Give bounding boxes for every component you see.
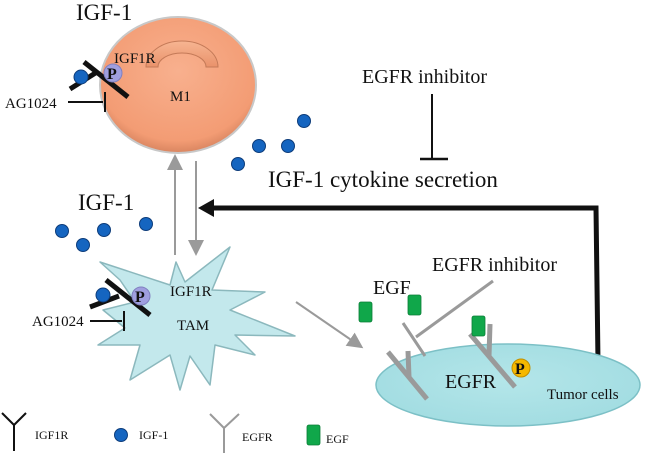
secretion-inhibition-group: EGFR inhibitor IGF-1 cytokine secretion bbox=[268, 66, 498, 192]
tumor-egfr-inhibitor-label: EGFR inhibitor bbox=[432, 254, 557, 276]
egf-ligand-icon bbox=[407, 294, 422, 316]
tam-to-tumor-arrow bbox=[295, 301, 364, 349]
legend-item-egfr: EGFR bbox=[209, 413, 273, 453]
tam-cell-group: IGF-1 IGF1R TAM P AG1024 bbox=[32, 190, 296, 391]
igf1-ligand-icon bbox=[55, 224, 69, 238]
m1-cell-group: IGF-1 IGF1R M1 P AG1024 bbox=[5, 0, 257, 154]
bound-egf-ligand-icon bbox=[471, 315, 486, 337]
igf1-ligand-icon bbox=[281, 139, 295, 153]
tam-bound-igf1-icon bbox=[95, 287, 111, 303]
m1-phospho-label: P bbox=[107, 66, 117, 83]
unbound-egfr-receptor-icon bbox=[386, 350, 429, 401]
m1-ag1024-label: AG1024 bbox=[5, 96, 57, 112]
legend-label-egf: EGF bbox=[326, 432, 349, 446]
legend-label-igf1r: IGF1R bbox=[35, 428, 68, 442]
legend-item-egf: EGF bbox=[306, 424, 349, 446]
tumor-egfr-inhibition-bar bbox=[401, 322, 427, 357]
legend-item-igf1r: IGF1R bbox=[1, 412, 68, 451]
tumor-feedback-arrow bbox=[198, 199, 601, 363]
tam-cell-label: TAM bbox=[177, 318, 209, 334]
tam-ag1024-label: AG1024 bbox=[32, 314, 84, 330]
igf1-secretion-label: IGF-1 cytokine secretion bbox=[268, 167, 498, 192]
tam-cell-body bbox=[97, 246, 296, 391]
egf-ligand-icon bbox=[358, 301, 373, 323]
m1-igf1-label: IGF-1 bbox=[76, 0, 132, 25]
igf1-ligand-icon bbox=[97, 223, 111, 237]
igf1-ligand-icon bbox=[252, 139, 266, 153]
igf1-ligand-icon bbox=[76, 238, 90, 252]
bound-egfr-receptor-icon bbox=[468, 323, 517, 389]
m1-igf1r-label: IGF1R bbox=[114, 51, 156, 67]
legend-label-igf1: IGF-1 bbox=[139, 428, 168, 442]
igf1-ligand-icon bbox=[139, 217, 153, 231]
tam-phospho-icon bbox=[131, 286, 151, 306]
m1-cell-body bbox=[99, 16, 257, 154]
igf1-ligand-icon bbox=[114, 428, 128, 442]
tumor-egfr-inhibition-line bbox=[415, 279, 494, 339]
tumor-phospho-icon bbox=[511, 358, 531, 378]
igf1-ligand-icon bbox=[297, 114, 311, 128]
egf-label: EGF bbox=[373, 277, 411, 299]
igf1r-receptor-icon bbox=[1, 412, 27, 451]
tumor-cell-group: EGF EGFR inhibitor EGFR Tumor cells P bbox=[358, 254, 641, 427]
legend: IGF1R IGF-1 EGFR EGF bbox=[1, 412, 349, 453]
legend-item-igf1: IGF-1 bbox=[114, 428, 168, 442]
m1-cell-label: M1 bbox=[170, 89, 191, 105]
m1-free-igf1-group bbox=[231, 114, 311, 171]
tumor-cells-label: Tumor cells bbox=[547, 387, 619, 403]
tam-igf1r-label: IGF1R bbox=[170, 284, 212, 300]
tumor-phospho-label: P bbox=[515, 361, 525, 378]
igf1-ligand-icon bbox=[231, 157, 245, 171]
egf-ligand-icon bbox=[306, 424, 321, 446]
tam-phospho-label: P bbox=[135, 289, 145, 306]
tam-igf1-label: IGF-1 bbox=[78, 190, 134, 215]
legend-label-egfr: EGFR bbox=[242, 430, 273, 444]
egfr-receptor-icon bbox=[209, 413, 240, 453]
egfr-label: EGFR bbox=[445, 371, 497, 393]
secretion-egfr-inhibitor-label: EGFR inhibitor bbox=[362, 66, 487, 88]
tumor-cell-body bbox=[375, 343, 641, 427]
m1-bound-igf1-icon bbox=[73, 69, 89, 85]
m1-phospho-icon bbox=[103, 63, 123, 83]
m1-organelle-icon bbox=[145, 40, 219, 68]
